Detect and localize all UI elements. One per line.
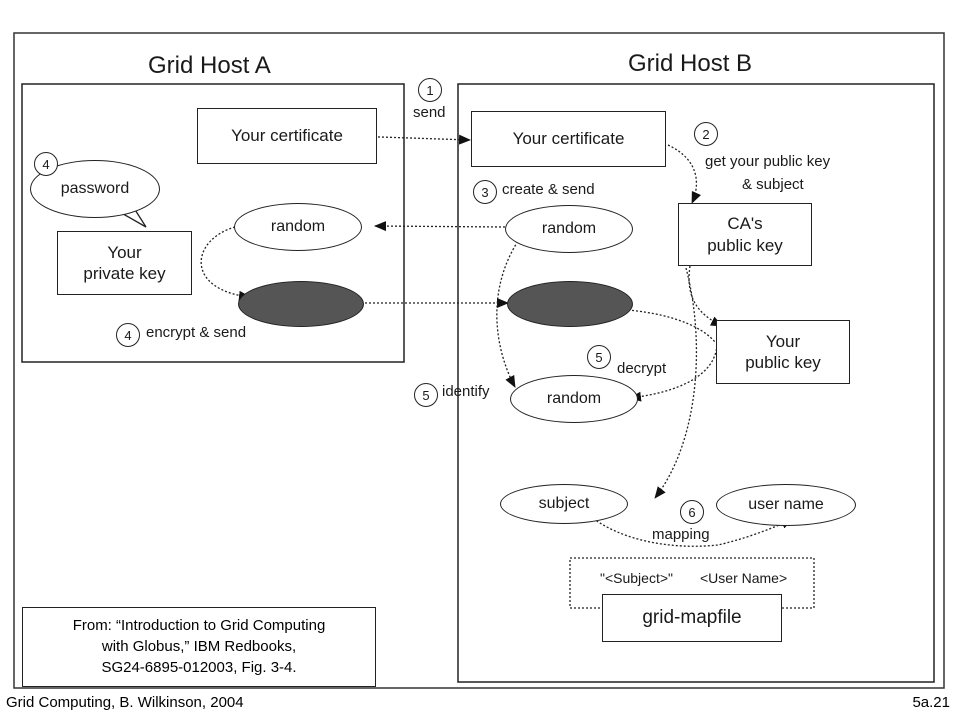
line-encrypted-to-public-key bbox=[627, 309, 716, 343]
ca-line2: public key bbox=[707, 235, 783, 255]
ca-public-key-box: CA's public key bbox=[678, 203, 812, 266]
step-5-identify-label: identify bbox=[442, 383, 490, 400]
step-3-label: create & send bbox=[502, 181, 595, 198]
step-1-marker: 1 bbox=[418, 78, 442, 102]
arrow-decrypt bbox=[629, 344, 718, 402]
public-key-box: Your public key bbox=[716, 320, 850, 384]
random-ellipse-c: random bbox=[510, 375, 638, 423]
step-6-label: mapping bbox=[652, 526, 710, 543]
slide-number: 5a.21 bbox=[912, 694, 950, 711]
random-text-b: random bbox=[541, 220, 597, 237]
password-text: password bbox=[60, 180, 130, 197]
user-name-text: user name bbox=[748, 496, 824, 513]
step-2-label-line1: get your public key bbox=[705, 153, 831, 170]
certificate-box-a: Your certificate bbox=[197, 108, 377, 164]
grid-mapfile-box: grid-mapfile bbox=[602, 594, 782, 642]
step-5-marker-decrypt: 5 bbox=[587, 345, 611, 369]
public-key-line2: public key bbox=[745, 353, 821, 372]
citation-line1: From: “Introduction to Grid Computing bbox=[72, 617, 326, 634]
step-1-label: send bbox=[413, 104, 446, 121]
step-2-label-line2: & subject bbox=[742, 176, 804, 193]
host-a-frame bbox=[21, 83, 405, 363]
citation-box: From: “Introduction to Grid Computing wi… bbox=[22, 607, 376, 687]
step-5-decrypt-label: decrypt bbox=[617, 360, 667, 377]
footer-credit: Grid Computing, B. Wilkinson, 2004 bbox=[6, 694, 244, 711]
subject-text: subject bbox=[538, 495, 590, 512]
arrow-to-subject bbox=[654, 267, 698, 499]
encrypted-random-b bbox=[507, 281, 633, 327]
ca-line1: CA's bbox=[727, 214, 763, 234]
step-2-marker: 2 bbox=[694, 122, 718, 146]
arrow-send-random bbox=[374, 221, 506, 232]
host-b-title: Grid Host B bbox=[628, 50, 753, 77]
private-key-line1: Your bbox=[107, 242, 142, 262]
random-ellipse-b: random bbox=[505, 205, 633, 253]
host-a-title: Grid Host A bbox=[148, 52, 271, 79]
arrow-ca-to-public-key bbox=[688, 265, 723, 327]
random-ellipse-a: random bbox=[234, 203, 362, 251]
private-key-box: Your private key bbox=[57, 231, 192, 295]
host-b-frame bbox=[457, 83, 935, 683]
random-text-c: random bbox=[546, 390, 602, 407]
subject-ellipse: subject bbox=[500, 484, 628, 524]
citation-line2: with Globus,” IBM Redbooks, bbox=[101, 638, 297, 655]
encrypted-random-a bbox=[238, 281, 364, 327]
outer-frame bbox=[13, 32, 945, 689]
arrow-get-public-key bbox=[667, 144, 702, 204]
step-4-marker-encrypt: 4 bbox=[116, 323, 140, 347]
password-bubble: password bbox=[30, 160, 160, 218]
random-text-a: random bbox=[270, 218, 326, 235]
step-3-marker: 3 bbox=[473, 180, 497, 204]
public-key-line1: Your bbox=[765, 331, 801, 351]
certificate-box-b: Your certificate bbox=[471, 111, 666, 167]
step-4-label: encrypt & send bbox=[146, 324, 247, 341]
arrow-identify bbox=[496, 237, 521, 388]
gridmap-entry-user: <User Name> bbox=[700, 570, 788, 586]
user-name-ellipse: user name bbox=[716, 484, 856, 526]
private-key-line2: private key bbox=[83, 264, 166, 283]
step-5-marker-identify: 5 bbox=[414, 383, 438, 407]
citation-line3: SG24-6895-012003, Fig. 3-4. bbox=[101, 659, 297, 676]
step-4-marker-password: 4 bbox=[34, 152, 58, 176]
step-6-marker: 6 bbox=[680, 500, 704, 524]
arrow-mapping bbox=[589, 515, 793, 547]
arrow-encrypt bbox=[200, 226, 251, 301]
gridmap-entry-subject: "<Subject>" bbox=[600, 570, 673, 586]
